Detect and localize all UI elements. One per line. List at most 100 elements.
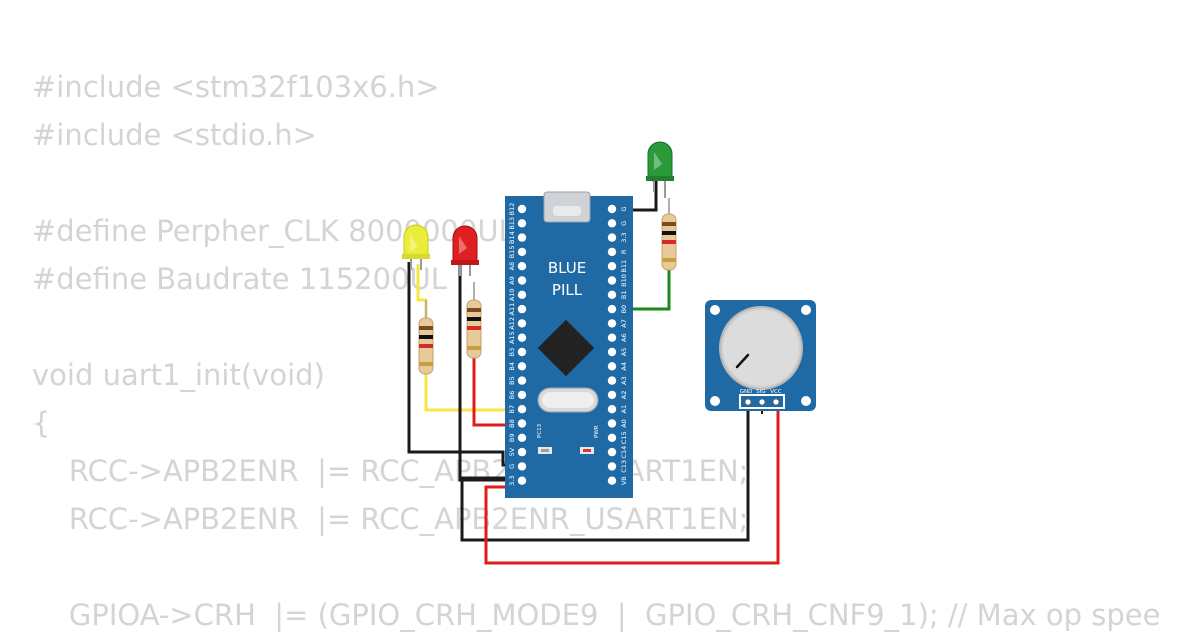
right-pin[interactable] — [607, 405, 617, 414]
right-pin[interactable] — [607, 204, 617, 214]
left-pin-label: B9 — [508, 433, 516, 442]
right-pin[interactable] — [607, 319, 617, 328]
left-pin-label: B6 — [508, 391, 516, 400]
left-pin[interactable] — [517, 319, 527, 328]
right-pin-label: B1 — [620, 290, 628, 299]
mount-hole-br — [801, 396, 811, 406]
right-pin[interactable] — [607, 233, 617, 242]
mount-hole-bl — [710, 396, 720, 406]
right-pin[interactable] — [607, 362, 617, 371]
left-pin-label: B5 — [508, 376, 516, 385]
wire-red-led[interactable] — [472, 358, 520, 427]
wire-black-red-gnd[interactable] — [458, 264, 520, 482]
potentiometer[interactable]: GND SIG VCC — [705, 300, 816, 411]
code-line: #include <stm32f103x6.h> — [32, 70, 440, 104]
left-pin[interactable] — [517, 247, 527, 257]
right-pin[interactable] — [607, 304, 617, 314]
right-pin[interactable] — [607, 290, 617, 299]
code-line: #include <stdio.h> — [32, 118, 317, 152]
left-pin[interactable] — [517, 233, 527, 242]
left-pin[interactable] — [517, 304, 527, 314]
right-pin-label: A3 — [620, 376, 628, 385]
right-pin[interactable] — [607, 247, 617, 257]
left-pin-label: B14 — [508, 231, 516, 244]
right-pin-label: A4 — [620, 362, 628, 371]
right-pin[interactable] — [607, 347, 617, 357]
right-pin[interactable] — [607, 333, 617, 342]
left-pin[interactable] — [517, 390, 527, 400]
right-pin[interactable] — [607, 390, 617, 400]
left-pin-label: A15 — [508, 331, 516, 344]
code-line: void uart1_init(void) — [32, 358, 325, 392]
wire-yellow[interactable] — [424, 372, 520, 412]
right-pin-label: A6 — [620, 333, 628, 342]
right-pin[interactable] — [607, 476, 617, 485]
left-pin[interactable] — [517, 462, 527, 471]
code-line: #define Baudrate 115200UL — [32, 262, 447, 296]
right-pin[interactable] — [607, 419, 617, 428]
wire-red-pot-vcc[interactable] — [484, 404, 780, 565]
right-pin-header: GG3.3RB11B10B1B0A7A6A5A4A3A2A1A0C15C14C1… — [607, 204, 628, 485]
left-pin-label: A8 — [508, 262, 516, 271]
right-pin-label: C14 — [620, 446, 628, 459]
mount-hole-tr — [801, 305, 811, 315]
pc13-label: PC13 — [537, 423, 543, 438]
right-pin-label: G — [620, 206, 628, 211]
left-pin[interactable] — [517, 204, 527, 214]
left-pin-label: B15 — [508, 246, 516, 259]
wire-yellow-led-leg[interactable] — [416, 264, 428, 322]
right-pin-label: A0 — [620, 419, 628, 428]
right-pin-label: A1 — [620, 405, 628, 414]
left-pin[interactable] — [517, 347, 527, 357]
left-pin[interactable] — [517, 405, 527, 414]
mount-hole-tl — [710, 305, 720, 315]
left-pin[interactable] — [517, 262, 527, 271]
code-line: { — [32, 406, 51, 440]
wire-black-pot-gnd[interactable] — [460, 404, 750, 542]
left-pin-label: G — [508, 464, 516, 469]
right-pin-label: C13 — [620, 460, 628, 473]
left-pin-label: B8 — [508, 419, 516, 428]
left-pin[interactable] — [517, 419, 527, 428]
left-pin-header: B12B13B14B15A8A9A10A11A12A15B3B4B5B6B7B8… — [508, 203, 527, 486]
right-pin[interactable] — [607, 433, 617, 442]
left-pin-label: B7 — [508, 405, 516, 414]
blue-pill-board[interactable]: BLUE PILL PC13 PWR B12B13B14B15A8A9A10A1… — [505, 191, 633, 498]
left-pin-label: A11 — [508, 303, 516, 316]
right-pin-label: A5 — [620, 348, 628, 357]
pot-pin-vcc-label: VCC — [770, 389, 782, 395]
left-pin[interactable] — [517, 447, 527, 457]
right-pin-label: B0 — [620, 305, 628, 314]
right-pin[interactable] — [607, 276, 617, 285]
right-pin[interactable] — [607, 219, 617, 228]
pwr-label: PWR — [594, 425, 600, 438]
left-pin[interactable] — [517, 219, 527, 228]
right-pin[interactable] — [607, 376, 617, 385]
yellow-led[interactable] — [402, 224, 430, 270]
left-pin[interactable] — [517, 362, 527, 371]
right-pin[interactable] — [607, 462, 617, 471]
resistor-green — [661, 198, 677, 271]
left-pin-label: 5V — [508, 447, 516, 456]
left-pin-label: B13 — [508, 217, 516, 230]
pot-pin-sig-label: SIG — [756, 389, 765, 395]
resistor-red — [466, 282, 482, 359]
left-pin[interactable] — [517, 476, 527, 485]
left-pin[interactable] — [517, 376, 527, 385]
board-title-line1: BLUE — [548, 259, 586, 277]
right-pin-label: G — [620, 221, 628, 226]
left-pin[interactable] — [517, 433, 527, 442]
right-pin[interactable] — [607, 262, 617, 271]
left-pin-label: 3.3 — [508, 476, 516, 486]
left-pin-label: B3 — [508, 348, 516, 357]
right-pin-label: A2 — [620, 391, 628, 400]
left-pin[interactable] — [517, 276, 527, 285]
left-pin[interactable] — [517, 333, 527, 342]
left-pin[interactable] — [517, 290, 527, 299]
right-pin[interactable] — [607, 447, 617, 457]
green-led[interactable] — [646, 141, 674, 198]
pot-pin-gnd-label: GND — [740, 389, 753, 395]
red-led[interactable] — [451, 225, 479, 276]
left-pin-label: A12 — [508, 317, 516, 330]
